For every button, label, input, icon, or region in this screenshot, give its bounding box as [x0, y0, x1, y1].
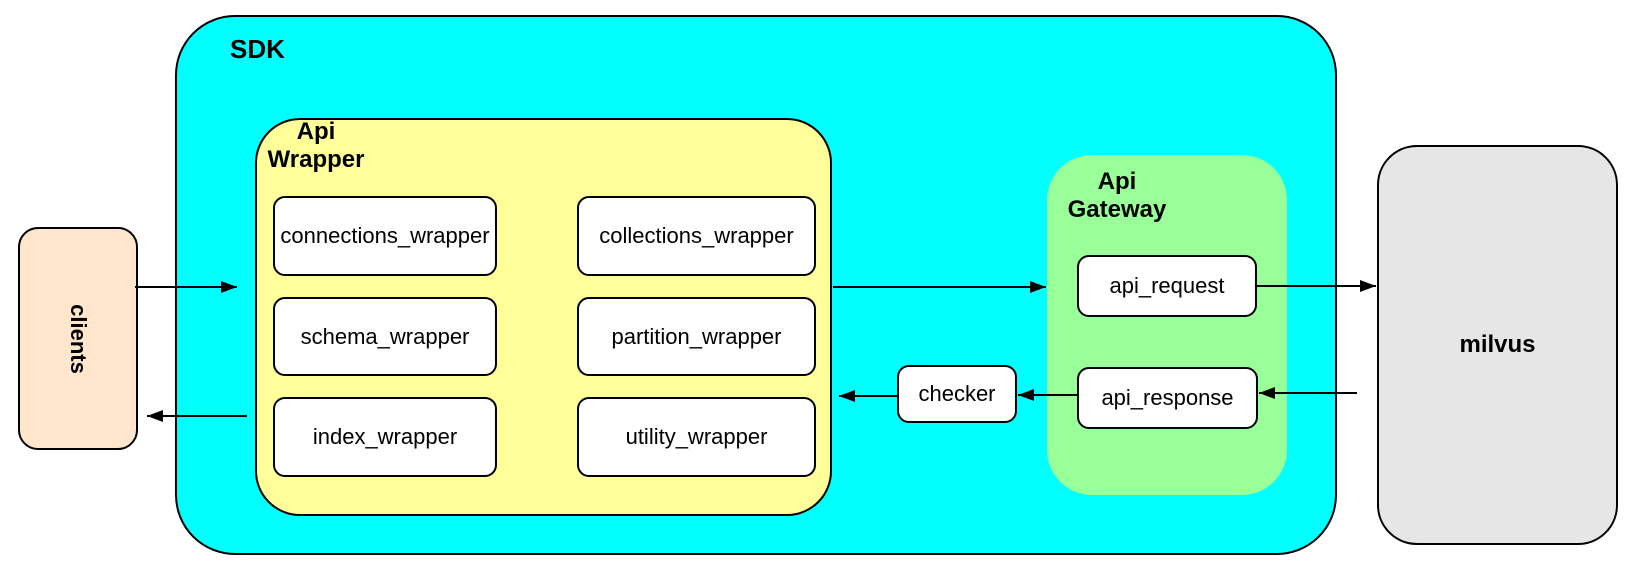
collections-wrapper-node: collections_wrapper — [577, 196, 816, 276]
api-gateway-box — [1047, 155, 1287, 495]
sdk-label: SDK — [230, 34, 285, 64]
clients-box: clients — [18, 227, 138, 450]
api-response-node: api_response — [1077, 367, 1258, 429]
index-wrapper-node: index_wrapper — [273, 397, 497, 477]
clients-label: clients — [65, 303, 91, 374]
milvus-box: milvus — [1377, 145, 1618, 545]
connections-wrapper-node: connections_wrapper — [273, 196, 497, 276]
utility-wrapper-label: utility_wrapper — [625, 424, 768, 449]
schema-wrapper-label: schema_wrapper — [300, 323, 470, 349]
partition-wrapper-node: partition_wrapper — [577, 297, 816, 376]
checker-box: checker — [897, 365, 1017, 423]
utility-wrapper-node: utility_wrapper — [577, 397, 816, 477]
connections-wrapper-label: connections_wrapper — [280, 223, 490, 248]
api-response-label: api_response — [1101, 385, 1234, 410]
collections-wrapper-label: collections_wrapper — [599, 223, 794, 248]
milvus-label: milvus — [1459, 331, 1536, 358]
api-request-node: api_request — [1077, 255, 1257, 317]
api-request-label: api_request — [1109, 273, 1225, 298]
index-wrapper-label: index_wrapper — [312, 424, 458, 449]
api-gateway-label: Api Gateway — [1067, 168, 1167, 224]
schema-wrapper-node: schema_wrapper — [273, 297, 497, 376]
partition-wrapper-label: partition_wrapper — [611, 323, 782, 349]
api-wrapper-label: Api Wrapper — [267, 118, 365, 174]
checker-label: checker — [918, 381, 996, 406]
